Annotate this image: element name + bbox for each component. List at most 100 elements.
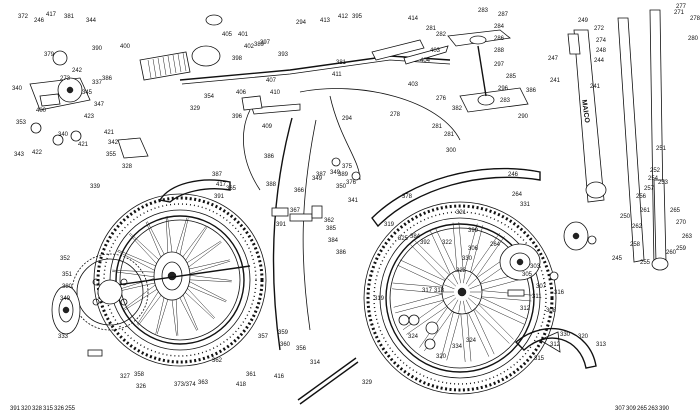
hub-fin bbox=[465, 299, 472, 311]
part-number-label: 312 bbox=[520, 306, 531, 312]
grip-texture bbox=[147, 52, 187, 79]
part-number-label: 316 bbox=[554, 290, 565, 296]
part-number-label: 325 bbox=[398, 236, 409, 242]
part-number-label: 307 bbox=[536, 284, 547, 290]
part-number-label: 355 bbox=[106, 152, 117, 158]
part-number-label: 365 bbox=[226, 186, 237, 192]
triple-clamps bbox=[447, 29, 529, 113]
part-number-label: 418 bbox=[236, 382, 247, 388]
spoke bbox=[392, 282, 451, 289]
part-number-label: 362 bbox=[324, 218, 335, 224]
part-number-label: 417 bbox=[46, 12, 57, 18]
part-number-label: 320 bbox=[436, 354, 447, 360]
spoke bbox=[471, 299, 525, 325]
part-number-label: 380 bbox=[62, 284, 73, 290]
part-number-label: 399 bbox=[468, 228, 479, 234]
part-number-label: 294 bbox=[296, 20, 307, 26]
part-number-label: 409 bbox=[262, 124, 273, 130]
part-number-label: 384 bbox=[410, 234, 421, 240]
part-number-label: 259 bbox=[676, 246, 687, 252]
grip-rib bbox=[172, 54, 177, 74]
part-number-label: 258 bbox=[630, 242, 641, 248]
rear-brake-plate bbox=[51, 285, 81, 335]
part-number-label: 330 bbox=[462, 256, 473, 262]
front-fender bbox=[371, 167, 541, 228]
hub-fin bbox=[467, 278, 477, 287]
part-number-label: 376 bbox=[346, 180, 357, 186]
part-number-label: 344 bbox=[86, 18, 97, 24]
part-number-label: 373/374 bbox=[174, 382, 196, 388]
part-number-label: 300 bbox=[446, 148, 457, 154]
part-number-label: 290 bbox=[518, 114, 529, 120]
hub-fin bbox=[458, 300, 461, 313]
part-number-label: 361 bbox=[246, 372, 257, 378]
part-number-label: 322 bbox=[442, 240, 453, 246]
part-number-label: 311 bbox=[532, 294, 542, 300]
part-number-label: 318 bbox=[434, 288, 445, 294]
hub-fin bbox=[463, 271, 466, 284]
part-number-label: 340 bbox=[58, 132, 69, 138]
part-number-label: 337 bbox=[92, 80, 103, 86]
part-number-label: 317 bbox=[422, 288, 433, 294]
part-number-label: 307 bbox=[615, 406, 626, 412]
hub-fin bbox=[447, 278, 457, 287]
part-number-label: 313 bbox=[596, 342, 607, 348]
part-number-label: 260 bbox=[666, 250, 677, 256]
part-number-label: 413 bbox=[320, 18, 331, 24]
part-number-label: 257 bbox=[644, 186, 655, 192]
part-number-label: 384 bbox=[328, 238, 339, 244]
part-number-label: 389 bbox=[254, 42, 265, 48]
part-number-label: 327 bbox=[120, 374, 131, 380]
part-number-label: 256 bbox=[636, 194, 647, 200]
part-number-label: 393 bbox=[278, 52, 289, 58]
spoke bbox=[470, 236, 505, 285]
part-number-label: 362 bbox=[212, 358, 223, 364]
part-number-label: 246 bbox=[508, 172, 519, 178]
part-number-label: 246 bbox=[34, 18, 45, 24]
part-number-label: 390 bbox=[92, 46, 103, 52]
part-number-label: 312 bbox=[550, 342, 561, 348]
part-number-label: 265 bbox=[637, 406, 648, 412]
part-number-label: 255 bbox=[65, 406, 76, 412]
part-number-label: 354 bbox=[204, 94, 215, 100]
part-number-label: 379 bbox=[44, 52, 55, 58]
hub-fin bbox=[444, 284, 455, 290]
part-number-label: 281 bbox=[444, 132, 455, 138]
part-number-label: 391 bbox=[214, 194, 225, 200]
part-number-label: 351 bbox=[62, 272, 73, 278]
spoke bbox=[410, 244, 452, 287]
part-number-label: 324 bbox=[408, 334, 419, 340]
part-number-label: 287 bbox=[498, 12, 509, 18]
part-number-label: 324 bbox=[466, 338, 477, 344]
part-number-label: 342 bbox=[108, 140, 119, 146]
part-number-label: 347 bbox=[94, 102, 105, 108]
part-number-label: 381 bbox=[336, 60, 347, 66]
spoke bbox=[392, 288, 451, 295]
rear-sprocket bbox=[71, 253, 149, 331]
part-number-label: 309 bbox=[626, 406, 637, 412]
part-number-label: 359 bbox=[278, 330, 289, 336]
part-number-label: 423 bbox=[84, 114, 95, 120]
part-number-label: 323 bbox=[456, 268, 467, 274]
part-number-label: 285 bbox=[506, 74, 517, 80]
part-number-label: 319 bbox=[374, 296, 385, 302]
part-number-label: 254 bbox=[648, 176, 659, 182]
rear-fender-piece bbox=[514, 327, 597, 369]
part-number-label: 288 bbox=[494, 48, 505, 54]
part-number-label: 405 bbox=[222, 32, 233, 38]
part-number-label: 391 bbox=[10, 406, 21, 412]
part-number-label: 270 bbox=[676, 220, 687, 226]
part-number-label: 363 bbox=[198, 380, 209, 386]
part-number-label: 389 bbox=[338, 172, 349, 178]
part-number-label: 372 bbox=[18, 14, 29, 20]
part-number-label: 271 bbox=[674, 10, 685, 16]
part-number-label: 387 bbox=[316, 172, 327, 178]
part-number-label: 241 bbox=[550, 78, 561, 84]
grip-rib bbox=[162, 56, 167, 76]
part-number-label: 343 bbox=[14, 152, 25, 158]
part-number-label: 248 bbox=[596, 48, 607, 54]
part-number-label: 250 bbox=[620, 214, 631, 220]
part-number-label: 252 bbox=[650, 168, 661, 174]
part-number-label: 244 bbox=[594, 58, 605, 64]
